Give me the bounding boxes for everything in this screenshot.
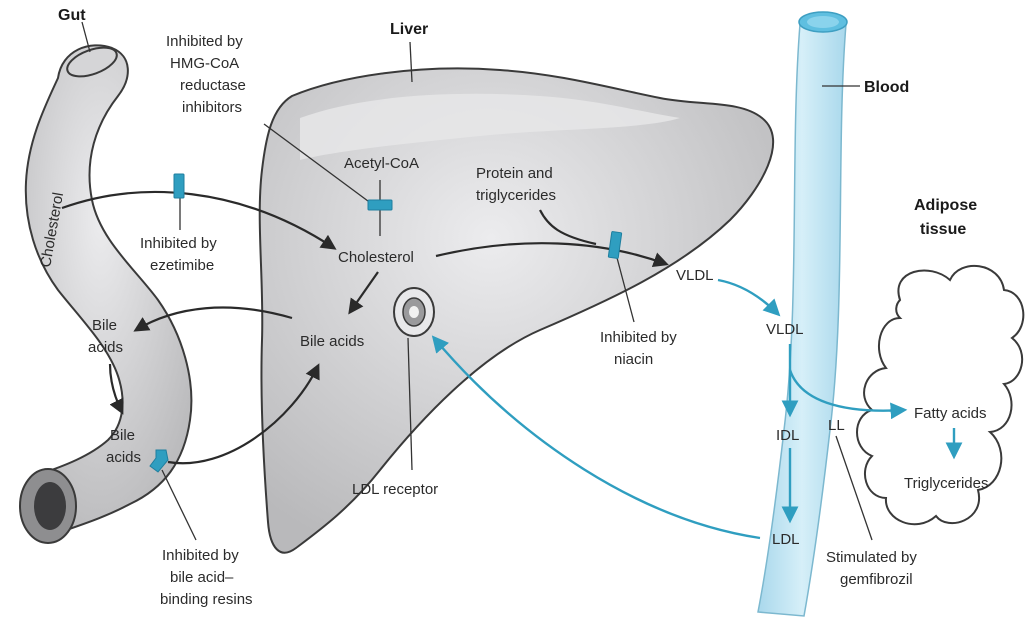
ldl-receptor-label: LDL receptor (352, 481, 438, 498)
vldl-out-label: VLDL (676, 267, 714, 284)
gemfibrozil-label-2: gemfibrozil (840, 571, 913, 588)
bile-acids-gut2-line2: acids (106, 449, 141, 466)
liver-label: Liver (390, 21, 428, 38)
idl-label: IDL (776, 427, 799, 444)
ldl-label: LDL (772, 531, 800, 548)
protein-tg-label-1: Protein and (476, 165, 553, 182)
ezetimibe-label-2: ezetimibe (150, 257, 214, 274)
protein-tg-label-2: triglycerides (476, 187, 556, 204)
hmg-block-icon (368, 200, 392, 210)
hmg-label-3: reductase (180, 77, 246, 94)
ldl-receptor (394, 288, 434, 336)
triglycerides-label: Triglycerides (904, 475, 988, 492)
bile-acids-gut1-line1: Bile (92, 317, 117, 334)
resins-label-2: bile acid– (170, 569, 234, 586)
vldl-blood-label: VLDL (766, 321, 804, 338)
blood-label: Blood (864, 79, 909, 96)
niacin-label-1: Inhibited by (600, 329, 677, 346)
bile-acids-liver-label: Bile acids (300, 333, 364, 350)
arrow-vldl-into-blood (718, 280, 778, 314)
arrow-ldl-to-receptor (434, 338, 760, 538)
cholesterol-liver-label: Cholesterol (338, 249, 414, 266)
bile-acids-gut1-line2: acids (88, 339, 123, 356)
blood-vessel (758, 12, 847, 616)
resins-label-1: Inhibited by (162, 547, 239, 564)
ezetimibe-label-1: Inhibited by (140, 235, 217, 252)
bile-acids-gut2-line1: Bile (110, 427, 135, 444)
niacin-label-2: niacin (614, 351, 653, 368)
fatty-acids-label: Fatty acids (914, 405, 987, 422)
gut-label: Gut (58, 7, 86, 24)
pointer-resins (162, 470, 196, 540)
hmg-label-4: inhibitors (182, 99, 242, 116)
acetyl-coa-label: Acetyl-CoA (344, 155, 419, 172)
gemfibrozil-label-1: Stimulated by (826, 549, 917, 566)
ezetimibe-block-icon (174, 174, 184, 198)
hmg-label-1: Inhibited by (166, 33, 243, 50)
gut-tube (20, 42, 191, 543)
adipose-label-1: Adipose (914, 197, 977, 214)
liver (260, 68, 773, 552)
hmg-label-2: HMG-CoA (170, 55, 239, 72)
adipose-label-2: tissue (920, 221, 966, 238)
ll-label: LL (828, 417, 845, 434)
resins-label-3: binding resins (160, 591, 253, 608)
